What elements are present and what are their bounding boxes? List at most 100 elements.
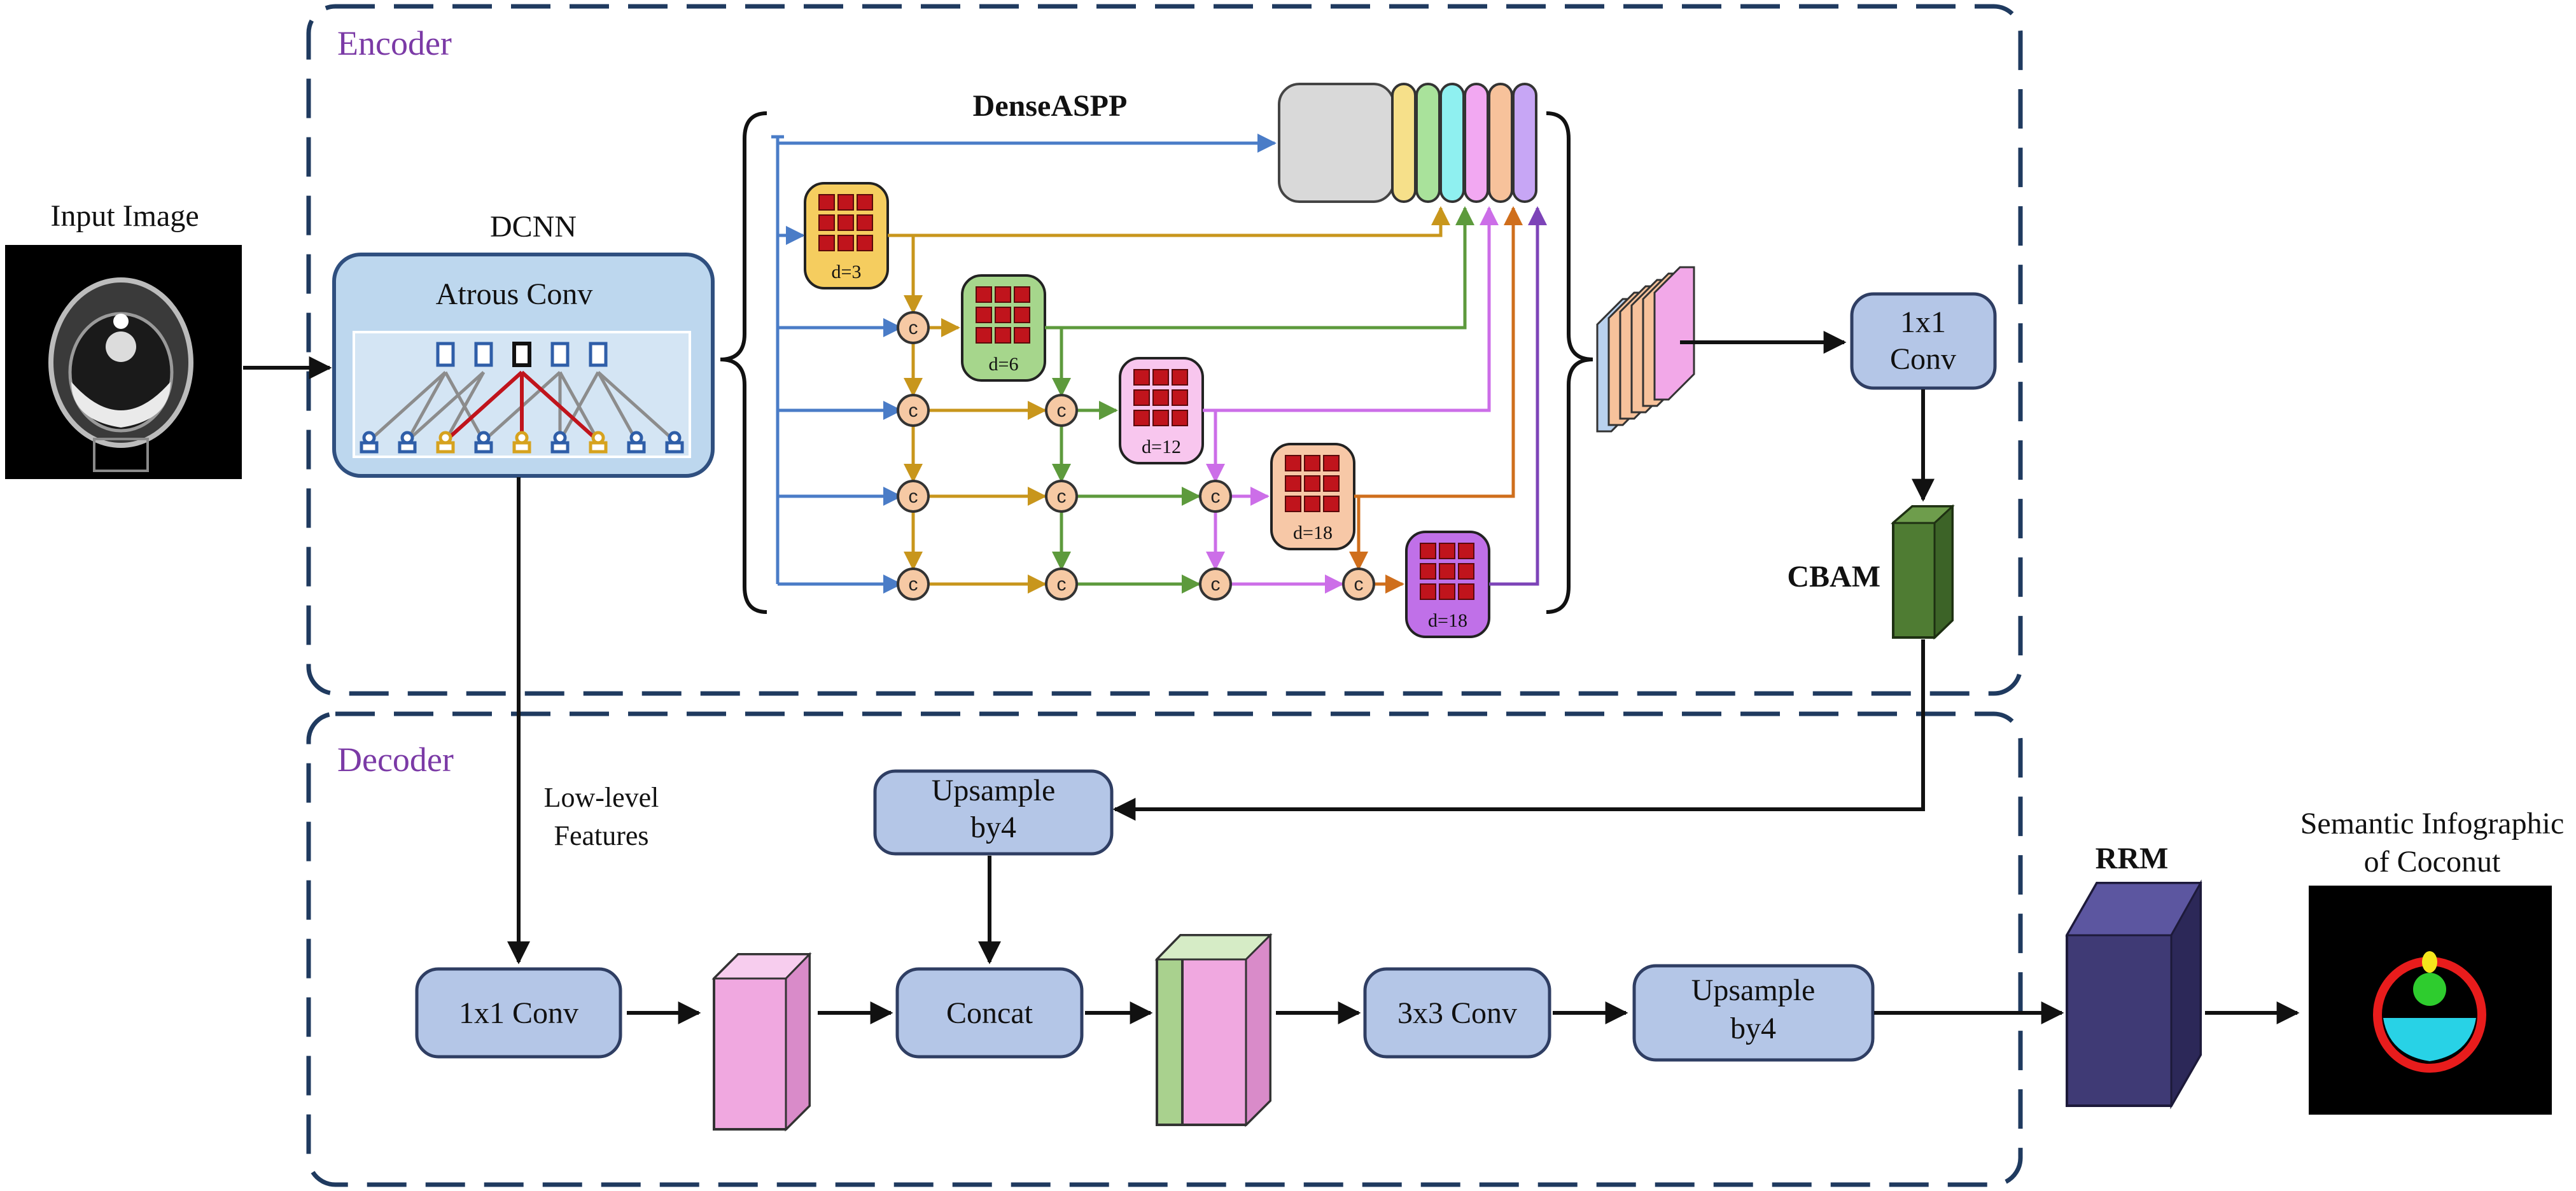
aspp-kernel-cell	[976, 327, 992, 344]
input-image-label: Input Image	[50, 199, 199, 233]
atrous-conv-graph	[353, 331, 691, 458]
aspp-concat-node	[1199, 480, 1232, 513]
aspp-concat-node	[897, 568, 930, 601]
aspp-concat-symbol: c	[909, 400, 918, 421]
arrow-cbam-to-upsample	[1112, 639, 1925, 821]
aspp-kernel-cell	[1420, 563, 1436, 580]
aspp-left-brace	[720, 111, 767, 614]
aspp-kernel-cell	[1133, 410, 1150, 426]
aspp-branch-label: d=18	[1293, 522, 1333, 543]
aspp-branch-output	[1489, 206, 1547, 586]
aspp-kernel-cell	[818, 235, 835, 251]
aspp-kernel-cell	[1152, 410, 1169, 426]
concat-label: Concat	[946, 996, 1033, 1030]
cbam-block	[1890, 504, 1955, 640]
upsample-top-line2: by4	[970, 811, 1016, 844]
aspp-kernel-cell	[857, 194, 873, 211]
aspp-concat-slice	[1391, 83, 1417, 203]
aspp-concat-node	[1045, 480, 1078, 513]
aspp-concat-symbol: c	[909, 574, 918, 595]
aspp-concat-slice	[1439, 83, 1465, 203]
aspp-branch-output	[1045, 206, 1474, 330]
aspp-branch-output	[1354, 206, 1523, 498]
aspp-kernel-cell	[1323, 455, 1340, 471]
aspp-kernel-cell	[1172, 389, 1188, 406]
upsample-bottom-line2: by4	[1730, 1012, 1776, 1045]
aspp-kernel-cell	[818, 194, 835, 211]
aspp-kernel-cell	[1458, 563, 1474, 580]
upsample-bottom-box	[1632, 964, 1875, 1062]
aspp-concat-node	[1045, 394, 1078, 427]
aspp-branch-output	[1203, 206, 1499, 412]
aspp-branch-feed	[1203, 408, 1225, 483]
aspp-concat-slice	[1488, 83, 1513, 203]
aspp-concat-symbol: c	[1057, 486, 1067, 507]
aspp-title: DenseASPP	[973, 89, 1128, 123]
aspp-kernel-cell	[976, 286, 992, 303]
aspp-kernel-cell	[1420, 583, 1436, 600]
aspp-branch-label: d=6	[989, 354, 1019, 375]
aspp-kernel-cell	[1323, 475, 1340, 492]
fused-slice	[1653, 266, 1695, 401]
aspp-branch-label: d=12	[1142, 436, 1181, 457]
aspp-kernel-cell	[857, 214, 873, 231]
aspp-concat-symbol: c	[1211, 486, 1221, 507]
aspp-kernel-cell	[837, 214, 854, 231]
encoder-label: Encoder	[337, 24, 452, 62]
aspp-kernel-cell	[1439, 563, 1455, 580]
aspp-kernel-cell	[1133, 369, 1150, 386]
aspp-concat-node	[897, 394, 930, 427]
output-line1: Semantic Infographic	[2300, 807, 2565, 840]
aspp-concat-node	[897, 480, 930, 513]
aspp-concat-node	[1342, 568, 1375, 601]
aspp-concat-symbol: c	[909, 486, 918, 507]
output-segmentation-image	[2309, 886, 2552, 1115]
aspp-concat-symbol: c	[909, 317, 918, 338]
upsample-bottom-line1: Upsample	[1691, 973, 1816, 1007]
aspp-concat-symbol: c	[1354, 574, 1364, 595]
lowlevel-line1: Low-level	[544, 782, 659, 813]
aspp-concat-slice	[1464, 83, 1489, 203]
conv3x3-box	[1363, 967, 1551, 1059]
dcnn-title: DCNN	[490, 210, 577, 244]
aspp-kernel-cell	[1420, 543, 1436, 559]
aspp-kernel-cell	[837, 235, 854, 251]
aspp-branch-feed	[1045, 326, 1071, 397]
aspp-branch-output	[888, 206, 1450, 237]
conv1x1-decoder-box	[415, 967, 622, 1059]
aspp-kernel-cell	[1133, 389, 1150, 406]
aspp-global-feature	[1278, 83, 1395, 203]
aspp-kernel-cell	[1285, 496, 1301, 512]
rrm-label: RRM	[2096, 842, 2169, 875]
aspp-concat-node	[1045, 568, 1078, 601]
aspp-kernel-cell	[837, 194, 854, 211]
aspp-kernel-cell	[1323, 496, 1340, 512]
conv1x1-encoder-box	[1850, 292, 1997, 390]
aspp-kernel-cell	[1304, 475, 1320, 492]
aspp-kernel-cell	[1439, 543, 1455, 559]
aspp-concat-node	[1199, 568, 1232, 601]
aspp-kernel-cell	[995, 307, 1011, 323]
aspp-concat-symbol: c	[1211, 574, 1221, 595]
aspp-kernel-cell	[1285, 475, 1301, 492]
conv1x1-encoder-line2: Conv	[1890, 342, 1956, 376]
upsample-top-line1: Upsample	[932, 774, 1056, 807]
decoder-region	[306, 711, 2023, 1187]
aspp-concat-slice	[1415, 83, 1441, 203]
decoder-label: Decoder	[337, 741, 454, 779]
aspp-concat-slice	[1512, 83, 1537, 203]
aspp-concat-symbol: c	[1057, 574, 1067, 595]
encoder-region	[306, 4, 2023, 696]
aspp-kernel-cell	[818, 214, 835, 231]
aspp-kernel-cell	[1172, 410, 1188, 426]
aspp-kernel-cell	[995, 286, 1011, 303]
upsample-top-box	[873, 769, 1114, 856]
concat-box	[895, 967, 1084, 1059]
aspp-concat-symbol: c	[1057, 400, 1067, 421]
conv3x3-label: 3x3 Conv	[1397, 996, 1517, 1030]
aspp-kernel-cell	[1458, 543, 1474, 559]
conv1x1-decoder-label: 1x1 Conv	[459, 996, 578, 1030]
aspp-branch-feed	[1349, 494, 1368, 571]
aspp-concat-node	[897, 311, 930, 344]
